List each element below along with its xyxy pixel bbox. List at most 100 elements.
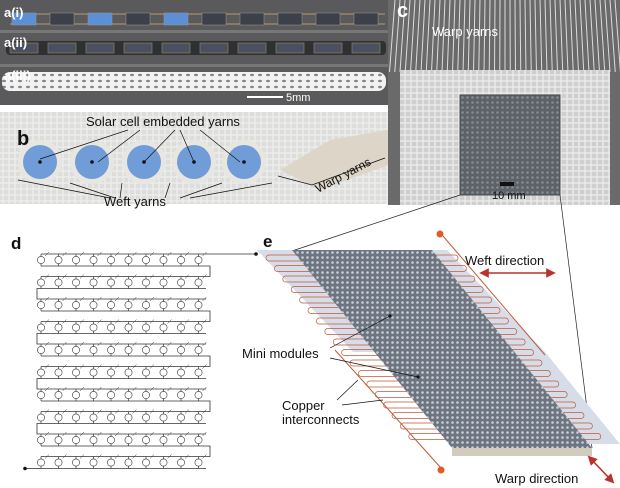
warp-threads xyxy=(389,0,620,73)
solar-cell-symbol xyxy=(89,256,98,264)
label-c: c xyxy=(397,0,408,22)
label-a-i: a(i) xyxy=(4,5,24,20)
solar-cell-symbol xyxy=(124,458,133,467)
solar-cell-symbol xyxy=(37,436,45,444)
solar-cell-symbol xyxy=(177,391,185,399)
panel-b: b Solar cell embedded yarns Weft yarns W… xyxy=(0,112,388,209)
mini-modules-label: Mini modules xyxy=(242,346,319,361)
panel-a: a(i) a(ii) a(iii) 5mm xyxy=(0,0,388,105)
solar-cell-leader-lines xyxy=(39,129,241,163)
label-d: d xyxy=(11,234,21,253)
embedded-cell xyxy=(275,42,305,54)
solar-cell-symbol xyxy=(107,256,115,264)
weft-yarns-label: Weft yarns xyxy=(104,194,166,209)
solar-cell-symbol xyxy=(177,413,185,422)
solar-cell-symbol xyxy=(124,368,133,377)
solar-cell-symbol xyxy=(194,256,203,264)
solar-cell-symbol xyxy=(37,346,45,354)
solar-cell-symbol xyxy=(159,301,168,309)
solar-cell-symbol xyxy=(89,301,98,309)
solar-cell-symbol xyxy=(142,301,150,309)
solar-cell xyxy=(353,12,379,26)
embedded-cell xyxy=(237,42,267,54)
solar-cell-symbol xyxy=(177,323,185,332)
solar-cell-symbol xyxy=(142,368,150,377)
solar-cell-symbol xyxy=(194,323,203,332)
solar-cell-symbol xyxy=(54,391,63,399)
solar-cell-symbol xyxy=(54,256,63,264)
yarn-strip-iii xyxy=(2,72,386,91)
solar-cell-symbol xyxy=(107,323,115,332)
solar-cell-symbol xyxy=(107,278,115,287)
solar-cell-symbol xyxy=(89,391,98,399)
solar-cell-symbol xyxy=(89,323,98,332)
solar-cell-symbol xyxy=(107,301,115,309)
copper-line-right xyxy=(442,235,546,356)
embedded-cell xyxy=(9,42,39,54)
solar-cell-symbol xyxy=(72,346,80,354)
mini-module-array xyxy=(292,250,592,448)
solar-cell-symbol xyxy=(89,368,98,377)
solar-cell xyxy=(87,12,113,26)
solar-cell-symbol xyxy=(194,301,203,309)
solar-cell-symbol xyxy=(72,368,80,377)
solar-cell-symbol xyxy=(142,323,150,332)
embedded-cell xyxy=(161,42,191,54)
solar-cell-symbol xyxy=(72,391,80,399)
solar-cell-symbol xyxy=(37,391,45,399)
solar-cell-symbol xyxy=(142,413,150,422)
warp-yarns-render xyxy=(280,130,388,190)
solar-cell-symbol xyxy=(107,413,115,422)
warp-direction-label: Warp direction xyxy=(495,471,578,486)
embedded-cell xyxy=(85,42,115,54)
solar-cell-symbol xyxy=(37,278,45,287)
solar-cell-symbol xyxy=(159,256,168,264)
solar-cell-symbol xyxy=(177,301,185,309)
solar-cell-symbol xyxy=(159,413,168,422)
solar-cell-symbol xyxy=(54,346,63,354)
solar-cell-symbol xyxy=(142,256,150,264)
yarn-strip-ii xyxy=(6,41,386,55)
solar-cell-symbol xyxy=(89,458,98,467)
solar-cell-symbol xyxy=(159,436,168,444)
solar-cell-symbol xyxy=(37,413,45,422)
embedded-cell xyxy=(351,42,381,54)
terminal-dot-top xyxy=(436,230,444,238)
copper-label-2: interconnects xyxy=(282,412,360,427)
solar-cell-symbol xyxy=(54,301,63,309)
solar-cell-symbol xyxy=(194,368,203,377)
solar-cell-symbol xyxy=(142,458,150,467)
solar-cell xyxy=(163,12,189,26)
mini-modules-leaders xyxy=(329,315,419,406)
solar-cell-symbol xyxy=(177,436,185,444)
solar-cell-symbol xyxy=(54,458,63,467)
warp-yarns-label-c: Warp yarns xyxy=(432,24,498,39)
solar-cell xyxy=(239,12,265,26)
terminal-dot xyxy=(254,252,258,256)
embedded-cell xyxy=(47,42,77,54)
solar-cell-symbol xyxy=(124,436,133,444)
solar-cell-symbol xyxy=(72,323,80,332)
solar-cell-symbol xyxy=(177,458,185,467)
solar-cell-symbol xyxy=(177,368,185,377)
zoom-line-left xyxy=(291,194,461,252)
scale-bar-c xyxy=(500,182,514,186)
weft-leader-lines xyxy=(17,179,273,199)
solar-cell-symbol xyxy=(107,346,115,354)
solar-cell-symbol xyxy=(89,278,98,287)
solar-cell-symbol xyxy=(124,256,133,264)
yarn-strip-i xyxy=(10,12,385,26)
panel-d: d xyxy=(11,234,258,471)
solar-cell-symbol xyxy=(54,323,63,332)
solar-cell-symbol xyxy=(194,413,203,422)
terminal-dot xyxy=(23,466,27,471)
label-e: e xyxy=(263,232,272,251)
solar-cell-symbol xyxy=(54,278,63,287)
solar-cell-symbol xyxy=(72,436,80,444)
weft-direction-label: Weft direction xyxy=(465,253,544,268)
solar-cell-symbol xyxy=(72,301,80,309)
solar-cell-symbol xyxy=(194,458,203,467)
solar-cell-symbol xyxy=(124,323,133,332)
solar-cell-symbol xyxy=(37,301,45,309)
solar-cell-symbol xyxy=(107,368,115,377)
